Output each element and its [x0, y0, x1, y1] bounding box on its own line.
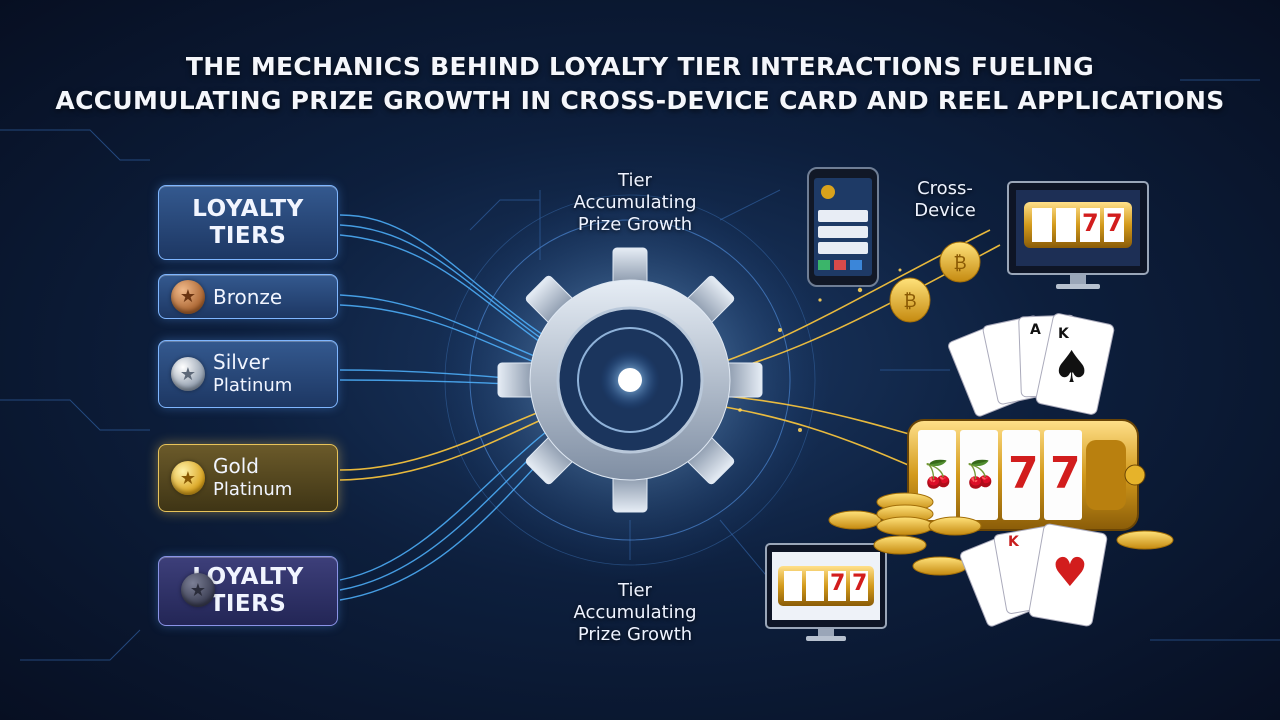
seven-symbol: 7 — [1106, 209, 1123, 237]
label-tier-prize-growth-top: Tier Accumulating Prize Growth — [550, 170, 720, 236]
label-line: Accumulating — [573, 192, 697, 213]
svg-text:₿: ₿ — [953, 253, 966, 274]
heart-icon: ♥ — [1052, 550, 1088, 596]
label-cross-device: Cross- Device — [890, 178, 1000, 222]
tier-label: Gold — [213, 454, 259, 478]
label-line: Device — [914, 200, 976, 221]
desktop-monitor-small-icon — [765, 543, 887, 641]
seven-symbol: 7 — [830, 571, 846, 596]
tier-bronze: ★ Bronze — [158, 274, 338, 319]
heading-line: TIERS — [209, 222, 287, 249]
cherry-icon: 🍒 — [964, 460, 997, 490]
heading-line: TIERS — [209, 591, 287, 617]
slot-reel-icon — [907, 419, 1146, 531]
coin-stack-icon — [828, 492, 1174, 576]
seven-symbol: 7 — [1008, 448, 1039, 499]
silver-medal-icon: ★ — [171, 357, 205, 391]
tier-sublabel: Platinum — [213, 375, 293, 396]
svg-text:₿: ₿ — [903, 291, 916, 312]
label-tier-prize-growth-bottom: Tier Accumulating Prize Growth — [550, 580, 720, 646]
card-rank: A — [1030, 322, 1041, 338]
smartphone-icon — [807, 167, 879, 287]
desktop-monitor-icon — [1007, 181, 1149, 289]
card-rank: K — [1058, 326, 1069, 342]
label-line: Prize Growth — [577, 214, 693, 235]
seven-symbol: 7 — [1082, 209, 1099, 237]
gear-icon — [497, 247, 763, 513]
label-line: Accumulating — [573, 602, 697, 623]
card-rank: K — [1008, 534, 1019, 550]
seven-symbol: 7 — [1050, 448, 1081, 499]
coin-icon: ₿ ₿ — [889, 241, 981, 323]
spade-icon: ♠ — [1052, 342, 1092, 393]
cherry-icon: 🍒 — [922, 460, 955, 490]
bronze-medal-icon: ★ — [171, 279, 205, 314]
tier-sublabel: Platinum — [213, 479, 293, 500]
gold-medal-icon: ★ — [171, 461, 205, 495]
page-title-line2: ACCUMULATING PRIZE GROWTH IN CROSS-DEVIC… — [55, 86, 1225, 115]
playing-cards-icon — [948, 313, 1115, 417]
page-title-line1: THE MECHANICS BEHIND LOYALTY TIER INTERA… — [185, 52, 1095, 81]
heading-line: LOYALTY — [192, 195, 304, 222]
label-line: Tier — [618, 580, 652, 601]
label-line: Cross- — [917, 178, 973, 199]
dark-medal-icon: ★ — [181, 573, 215, 607]
tier-label: Bronze — [213, 284, 283, 309]
label-line: Prize Growth — [577, 624, 693, 645]
seven-symbol: 7 — [852, 571, 868, 596]
tier-label: Silver — [213, 350, 270, 374]
playing-cards-bottom-icon — [960, 523, 1108, 627]
label-line: Tier — [618, 170, 652, 191]
